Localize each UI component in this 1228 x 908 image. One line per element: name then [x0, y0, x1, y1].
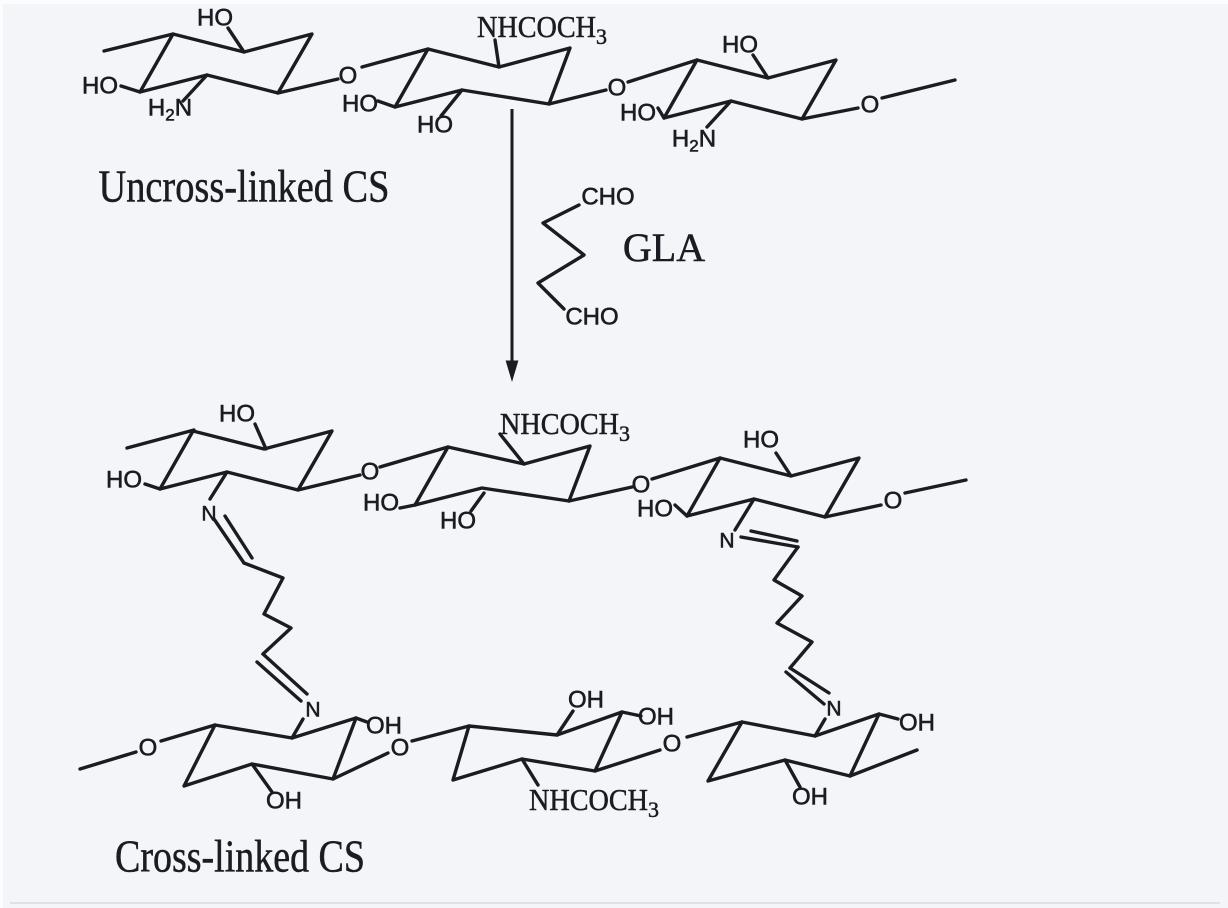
svg-text:GLA: GLA: [623, 225, 705, 270]
svg-text:HO: HO: [106, 467, 142, 494]
svg-text:OH: OH: [366, 713, 402, 740]
svg-text:N: N: [305, 699, 320, 722]
svg-text:HO: HO: [637, 496, 673, 523]
svg-text:O: O: [608, 75, 627, 102]
svg-text:HO: HO: [219, 401, 255, 428]
svg-text:HO: HO: [342, 91, 378, 118]
svg-text:O: O: [663, 731, 682, 758]
svg-text:3: 3: [619, 421, 630, 446]
svg-text:HO: HO: [440, 508, 476, 535]
svg-text:HO: HO: [620, 100, 656, 127]
svg-text:O: O: [391, 735, 410, 762]
svg-text:O: O: [632, 472, 651, 499]
svg-text:OH: OH: [266, 788, 302, 815]
svg-text:N: N: [201, 503, 216, 526]
svg-text:NHCOCH: NHCOCH: [529, 782, 648, 817]
svg-text:3: 3: [596, 24, 607, 49]
svg-text:Cross-linked CS: Cross-linked CS: [115, 832, 365, 882]
svg-text:OH: OH: [638, 704, 674, 731]
svg-text:HO: HO: [743, 427, 779, 454]
svg-text:H2N: H2N: [148, 95, 192, 125]
svg-text:3: 3: [648, 797, 659, 822]
svg-text:NHCOCH: NHCOCH: [477, 9, 596, 44]
svg-text:HO: HO: [197, 5, 233, 32]
svg-text:O: O: [861, 92, 880, 119]
svg-text:N: N: [826, 698, 841, 721]
svg-text:HO: HO: [722, 32, 758, 59]
svg-text:NHCOCH: NHCOCH: [500, 406, 619, 441]
svg-text:HO: HO: [417, 112, 453, 139]
svg-text:N: N: [719, 530, 734, 553]
svg-text:Uncross-linked CS: Uncross-linked CS: [99, 162, 390, 212]
svg-text:OH: OH: [899, 710, 935, 737]
svg-text:HO: HO: [82, 73, 118, 100]
svg-text:H2N: H2N: [672, 126, 716, 156]
svg-text:CHO: CHO: [581, 184, 634, 211]
svg-text:OH: OH: [792, 784, 828, 811]
svg-text:HO: HO: [363, 490, 399, 517]
svg-text:CHO: CHO: [565, 304, 618, 331]
svg-text:O: O: [361, 459, 380, 486]
svg-text:O: O: [339, 63, 358, 90]
svg-text:O: O: [884, 488, 903, 515]
svg-text:O: O: [139, 735, 158, 762]
svg-text:OH: OH: [568, 687, 604, 714]
